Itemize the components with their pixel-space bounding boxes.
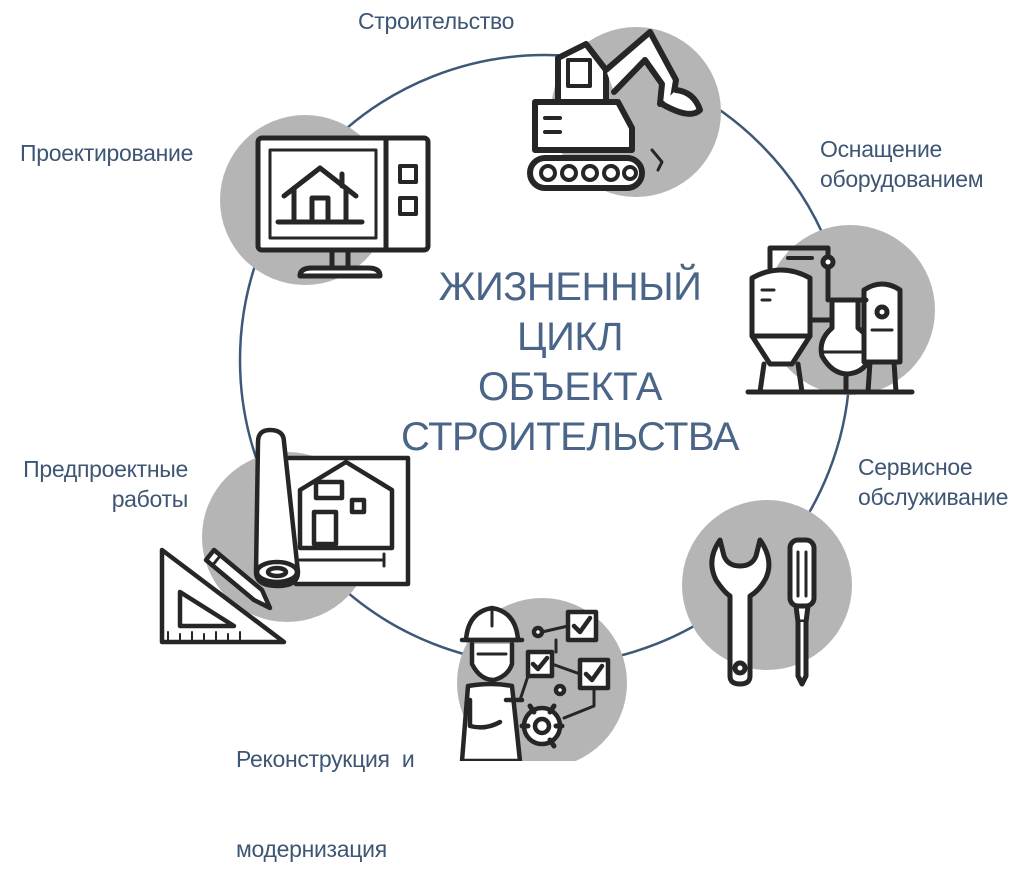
label-equipment-line-2: оборудованием xyxy=(820,166,984,192)
stage-pre-design xyxy=(159,427,411,645)
lifecycle-diagram xyxy=(159,27,935,761)
industrial-plant-icon xyxy=(745,245,915,395)
blueprint-triangle-icon xyxy=(159,427,411,645)
center-title-line-1: ЖИЗНЕННЫЙ xyxy=(438,265,702,309)
engineer-checklist-icon xyxy=(459,605,611,761)
stage-service xyxy=(682,500,852,687)
label-construction: Строительство xyxy=(358,8,515,34)
label-equipment: Оснащение оборудованием xyxy=(820,134,984,194)
stage-construction xyxy=(527,27,721,197)
computer-house-icon xyxy=(255,135,431,279)
label-reconstruction: Реконструкция и модернизация xyxy=(236,684,415,894)
center-title: ЖИЗНЕННЫЙ ЦИКЛ ОБЪЕКТА СТРОИТЕЛЬСТВА xyxy=(400,262,740,462)
label-pre-design-line-2: работы xyxy=(111,486,189,512)
excavator-icon xyxy=(527,29,703,191)
label-service-line-1: Сервисное xyxy=(858,454,973,480)
center-title-line-3: ОБЪЕКТА xyxy=(478,365,662,409)
label-service: Сервисное обслуживание xyxy=(858,452,1008,512)
label-reconstruction-line-1: Реконструкция и xyxy=(236,746,415,772)
wrench-screwdriver-icon xyxy=(709,537,817,687)
stage-reconstruction xyxy=(457,598,627,761)
label-design: Проектирование xyxy=(20,140,194,166)
label-pre-design-line-1: Предпроектные xyxy=(23,456,188,482)
label-reconstruction-line-2: модернизация xyxy=(236,836,387,862)
stage-equipment xyxy=(745,225,935,395)
label-pre-design: Предпроектные работы xyxy=(4,454,188,514)
center-title-line-4: СТРОИТЕЛЬСТВА xyxy=(401,415,739,459)
center-title-line-2: ЦИКЛ xyxy=(517,315,623,359)
stage-design xyxy=(220,115,431,285)
label-equipment-line-1: Оснащение xyxy=(820,136,942,162)
stage-circle-service xyxy=(682,500,852,670)
label-service-line-2: обслуживание xyxy=(858,484,1009,510)
